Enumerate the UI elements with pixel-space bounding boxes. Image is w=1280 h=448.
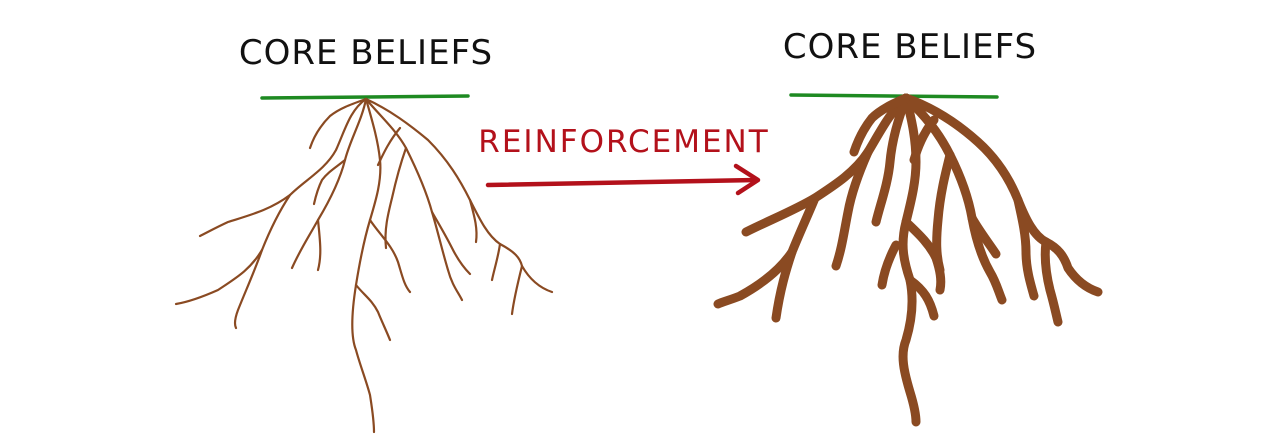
right-ground-line	[789, 93, 999, 99]
right-title: CORE BELIEFS	[783, 27, 1037, 67]
left-title: CORE BELIEFS	[239, 33, 493, 73]
right-panel: CORE BELIEFS	[713, 27, 1103, 427]
thin-roots-icon	[174, 97, 554, 434]
reinforcement-arrow: REINFORCEMENT	[478, 124, 769, 196]
left-panel: CORE BELIEFS	[174, 33, 554, 434]
thick-roots-icon	[713, 93, 1103, 427]
arrow-label: REINFORCEMENT	[478, 124, 769, 160]
left-ground-line	[260, 94, 470, 100]
arrow-right-icon	[485, 163, 761, 196]
